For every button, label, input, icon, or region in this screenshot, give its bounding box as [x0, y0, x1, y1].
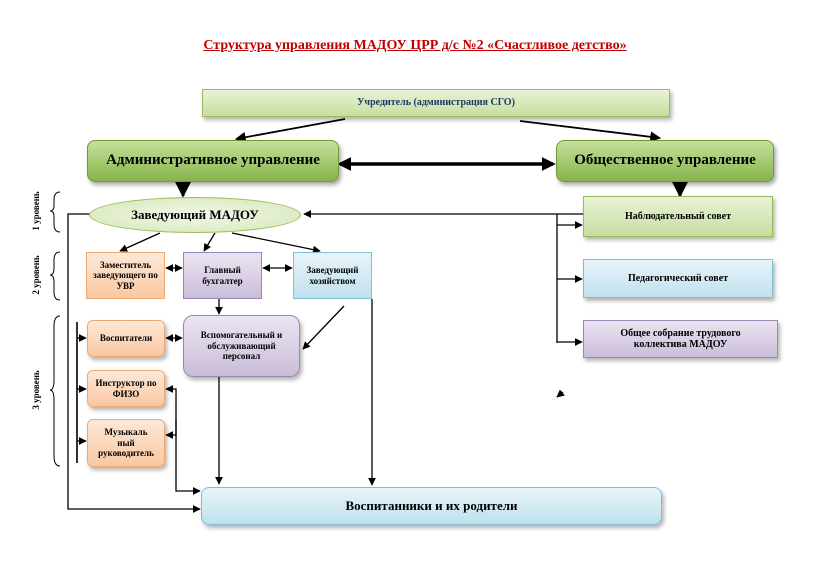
founder-box: Учредитель (администрация СГО) — [202, 89, 670, 117]
page-title: Структура управления МАДОУ ЦРР д/с №2 «С… — [203, 38, 627, 53]
accountant-box: Главный бухгалтер — [183, 252, 262, 299]
support-staff-box: Вспомогательный и обслуживающий персонал — [183, 315, 300, 377]
staff-assembly-box: Общее собрание трудового коллектива МАДО… — [583, 320, 778, 358]
pedagogical-council-box: Педагогический совет — [583, 259, 773, 298]
deputy-box: Заместитель заведующего по УВР — [86, 252, 165, 299]
supply-manager-box: Заведующий хозяйством — [293, 252, 372, 299]
supervisory-board-box: Наблюдательный совет — [583, 196, 773, 237]
admin-management-box: Административное управление — [87, 140, 339, 182]
level-3-label: 3 уровень — [31, 370, 41, 410]
head-box: Заведующий МАДОУ — [89, 197, 301, 233]
music-director-box: Музыкаль ный руководитель — [87, 419, 165, 467]
pe-instructor-box: Инструктор по ФИЗО — [87, 370, 165, 407]
public-management-box: Общественное управление — [556, 140, 774, 182]
teachers-box: Воспитатели — [87, 320, 165, 357]
pupils-parents-box: Воспитанники и их родители — [201, 487, 662, 525]
level-1-label: 1 уровень — [31, 191, 41, 231]
level-2-label: 2 уровень — [31, 255, 41, 295]
